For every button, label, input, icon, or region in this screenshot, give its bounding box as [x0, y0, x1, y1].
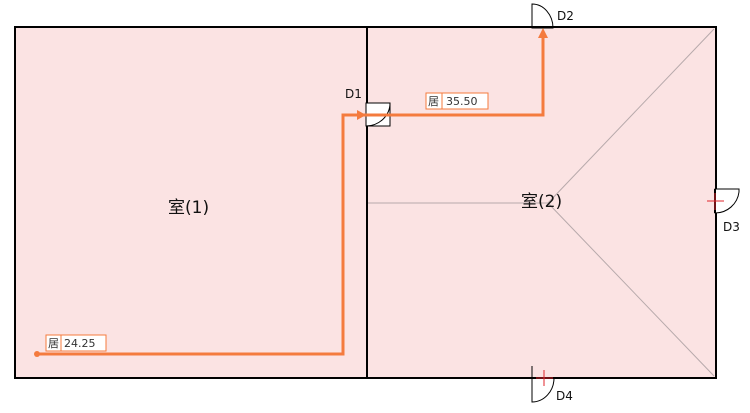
door-d4[interactable] [531, 366, 555, 403]
route-1[interactable] [34, 110, 366, 357]
room-1-label: 室(1) [168, 198, 209, 218]
route-1-distance: 24.25 [64, 337, 96, 350]
door-d3[interactable] [707, 188, 740, 214]
door-d2[interactable] [531, 3, 554, 29]
door-d4-label: D4 [556, 389, 573, 403]
route-2[interactable] [366, 28, 548, 117]
door-d1-label: D1 [345, 87, 362, 101]
door-d2-label: D2 [557, 9, 574, 23]
route-2-prefix: 居 [428, 95, 439, 108]
route-1-distance-tag: 居 24.25 [45, 334, 107, 352]
door-d3-label: D3 [723, 220, 740, 234]
room-1-area[interactable] [15, 27, 367, 378]
room-2-label: 室(2) [521, 192, 562, 212]
room-2-guide-lines [367, 28, 715, 377]
route-2-distance: 35.50 [446, 95, 478, 108]
route-2-distance-tag: 居 35.50 [425, 92, 489, 110]
route-1-prefix: 居 [48, 337, 59, 350]
